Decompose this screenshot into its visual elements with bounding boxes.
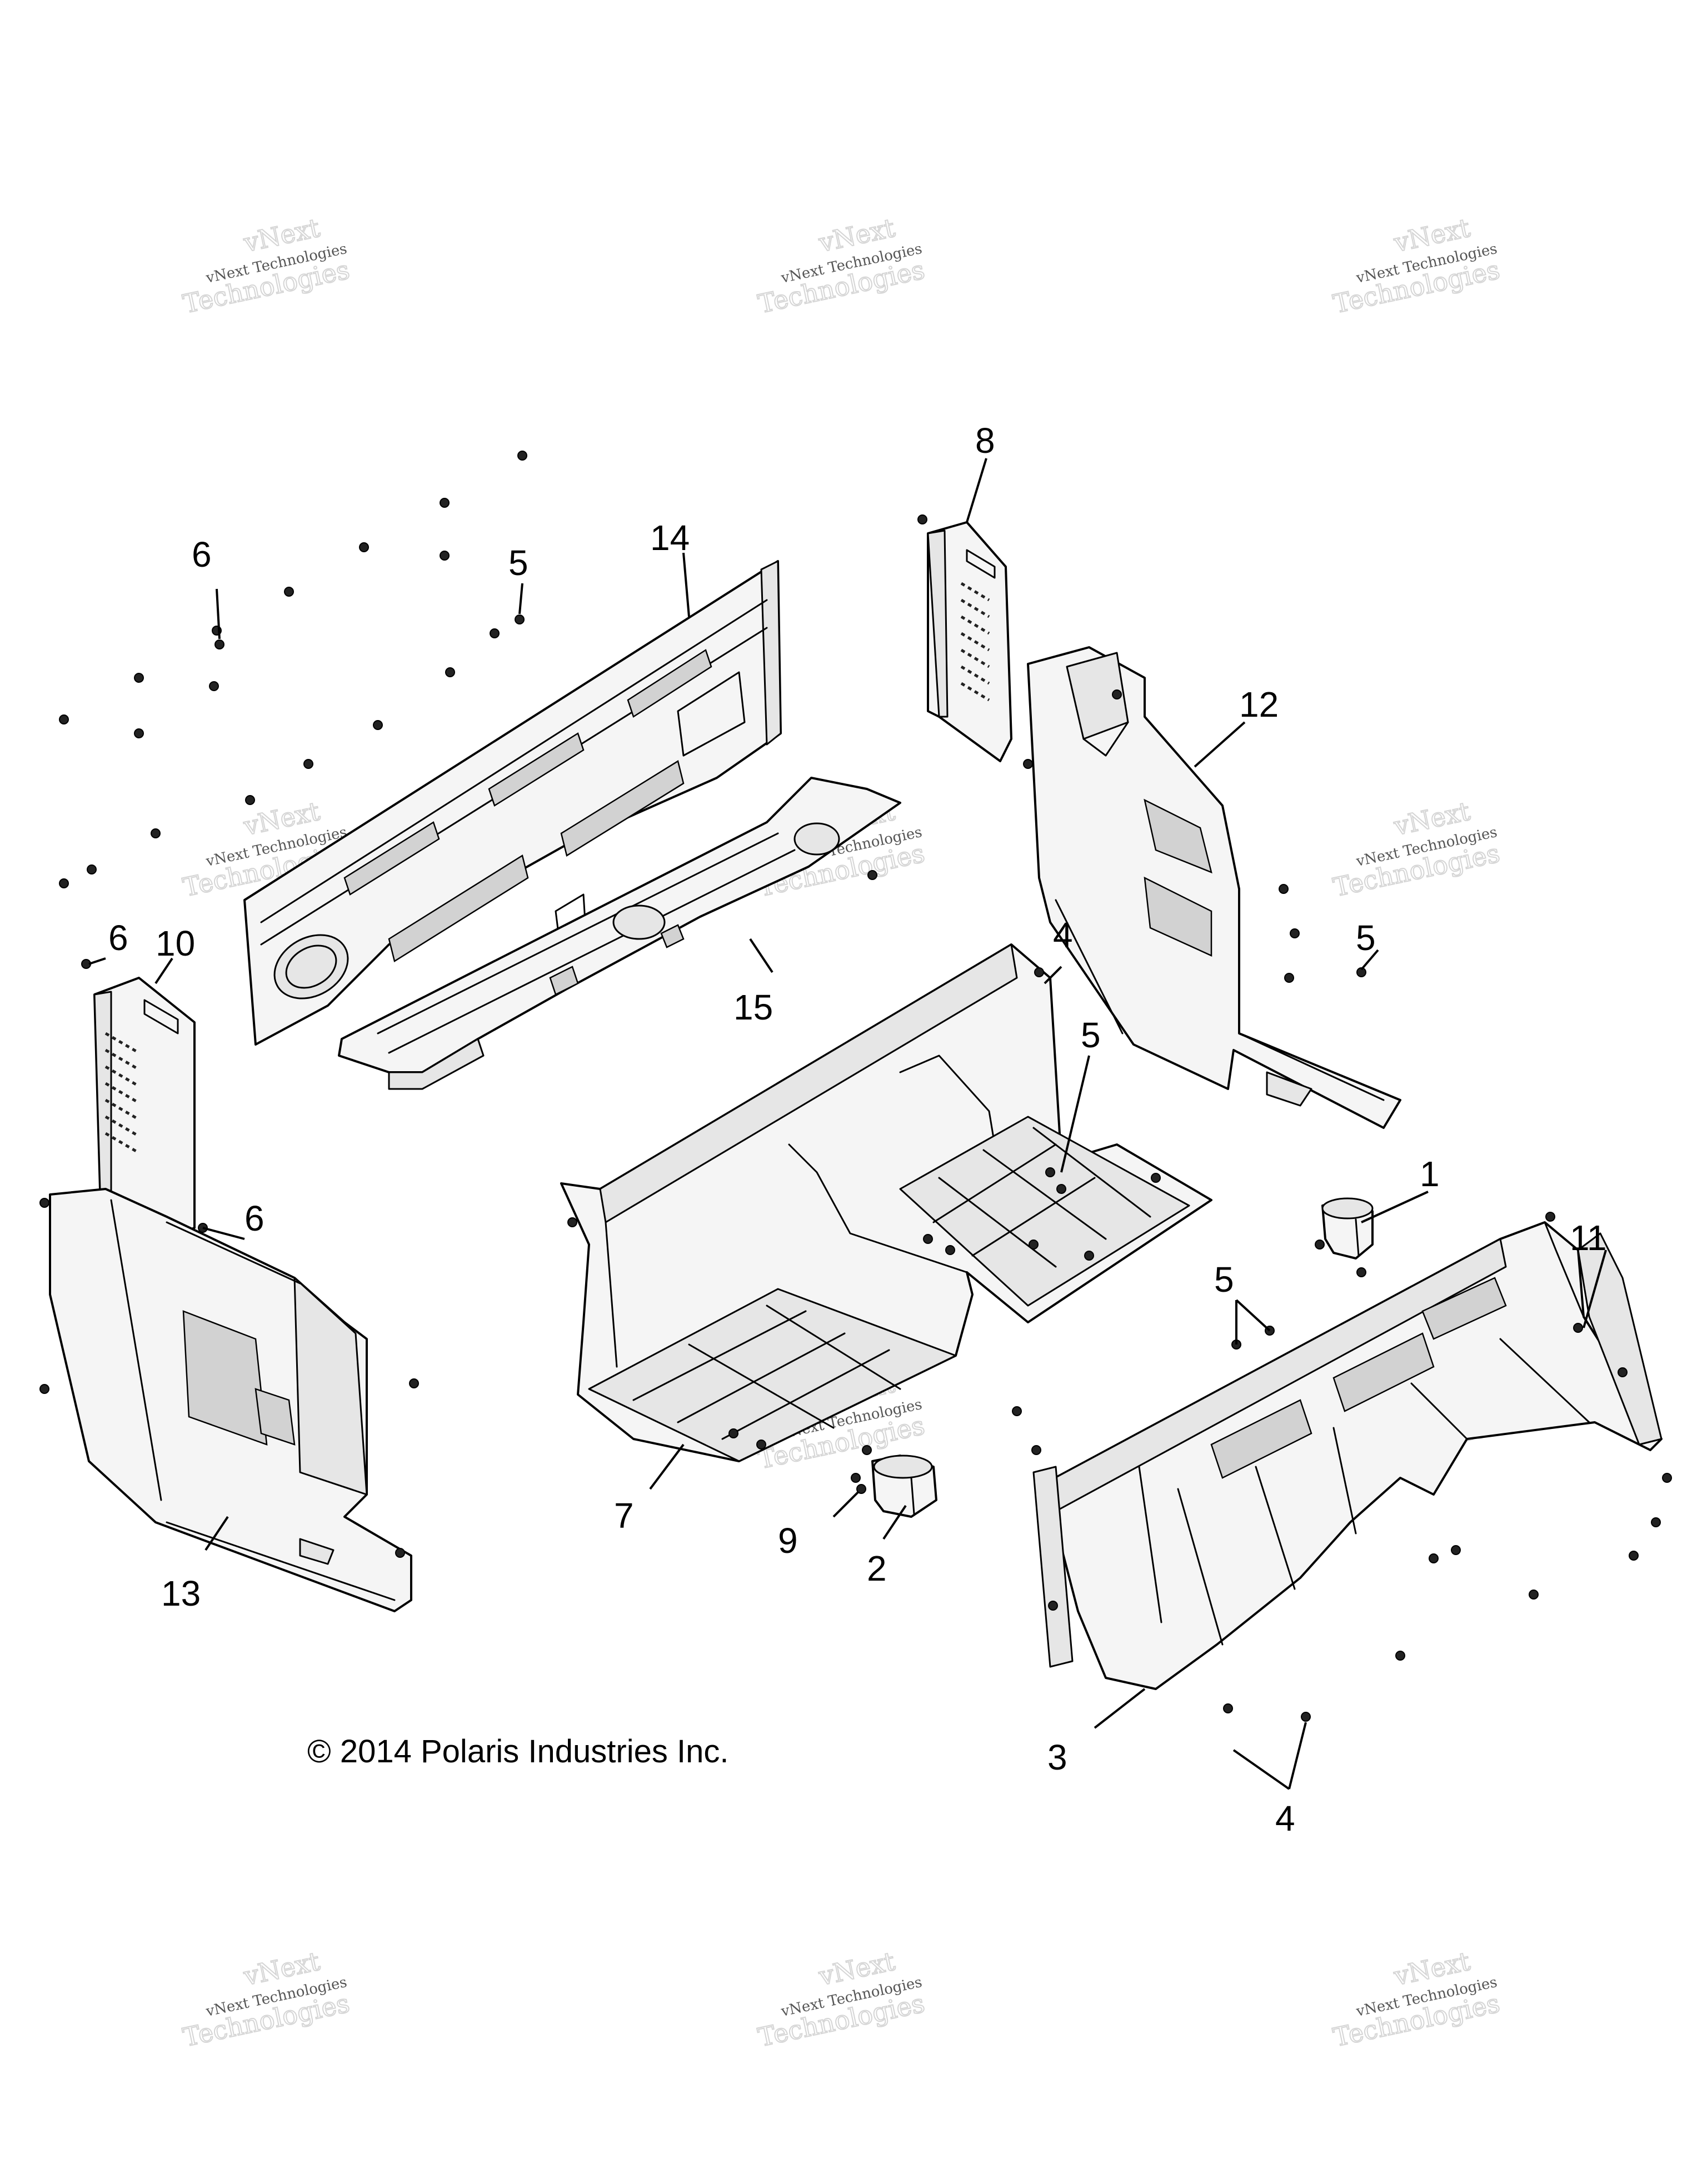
watermark-bottom-right: vNext vNext Technologies Technologies [1330, 1946, 1503, 2053]
watermark-top-right: vNext vNext Technologies Technologies [1330, 212, 1503, 320]
callout-2: 2 [867, 1548, 887, 1588]
callouts: 1 2 3 4 4 5 5 5 5 6 6 6 7 8 9 10 11 [88, 421, 1607, 1838]
callout-10: 10 [156, 923, 195, 963]
part-13-left-side-panel [49, 1188, 412, 1612]
callout-6-mid: 6 [108, 918, 128, 958]
callout-6-top: 6 [192, 534, 212, 574]
watermark-top-center: vNext vNext Technologies Technologies [755, 212, 928, 320]
callout-12: 12 [1239, 684, 1279, 724]
callout-4-upper: 4 [1053, 915, 1073, 955]
part-8-side-bracket [927, 521, 1012, 762]
callout-5-right: 5 [1356, 918, 1376, 958]
callout-13: 13 [161, 1573, 201, 1613]
callout-5-lower: 5 [1214, 1260, 1234, 1300]
callout-9: 9 [778, 1521, 798, 1561]
part-14-rear-panel [243, 560, 782, 1046]
watermark-mid-right: vNext vNext Technologies Technologies [1330, 796, 1503, 903]
part-1-cup-holder [1321, 1197, 1374, 1260]
callout-8: 8 [975, 421, 995, 461]
watermark-top-left: vNext vNext Technologies Technologies [180, 212, 353, 320]
callout-5-top: 5 [508, 543, 528, 583]
part-2-cup-holder [871, 1455, 937, 1518]
part-12-right-side-panel [1027, 646, 1401, 1129]
part-7-floor-tub [560, 943, 1212, 1462]
callout-7: 7 [614, 1496, 634, 1536]
callout-3: 3 [1047, 1737, 1067, 1777]
callout-15: 15 [733, 987, 773, 1027]
callout-4-lower: 4 [1275, 1798, 1295, 1838]
part-3-dash-panel [1032, 1221, 1663, 1690]
callout-6-low: 6 [244, 1198, 264, 1238]
watermark-bottom-center: vNext vNext Technologies Technologies [755, 1946, 928, 2053]
callout-1: 1 [1420, 1154, 1440, 1194]
callout-5-center: 5 [1081, 1015, 1101, 1055]
watermark-bottom-left: vNext vNext Technologies Technologies [180, 1946, 353, 2053]
part-15-support-channel [338, 777, 901, 1090]
copyright-notice: © 2014 Polaris Industries Inc. [307, 1733, 728, 1770]
callout-14: 14 [650, 518, 690, 558]
fasteners [39, 451, 1672, 1722]
callout-11: 11 [1570, 1218, 1606, 1258]
